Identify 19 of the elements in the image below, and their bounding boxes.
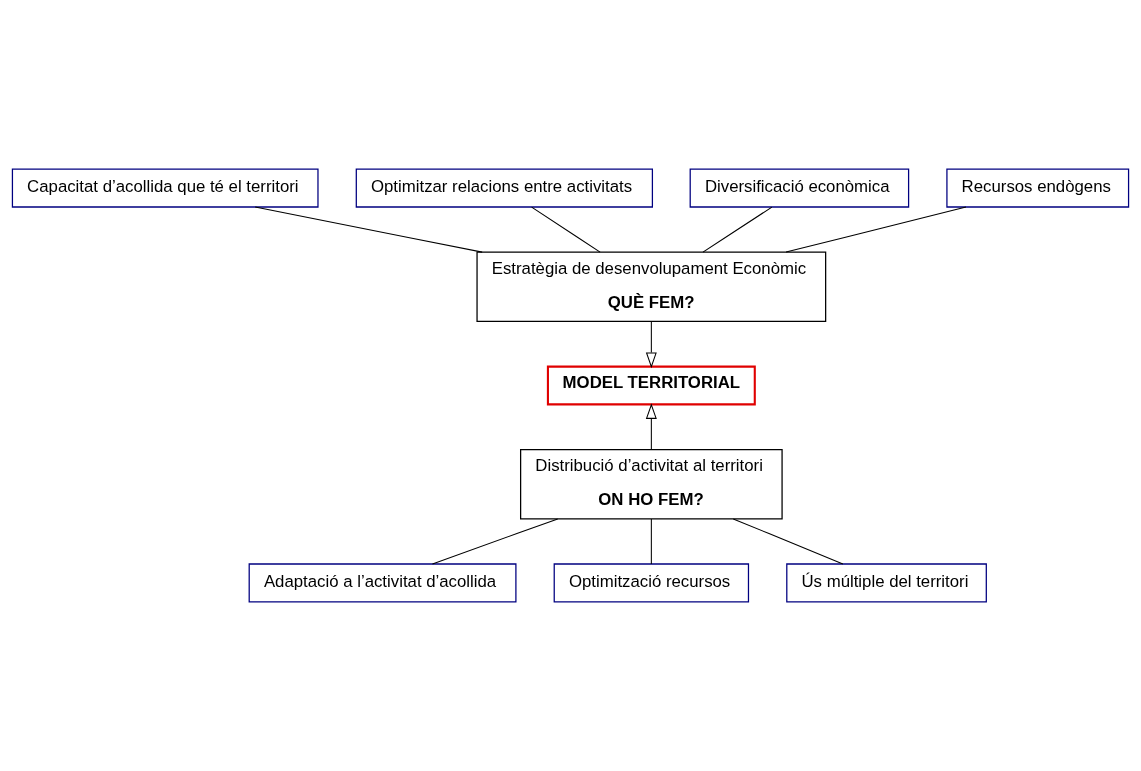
arrow (645, 403, 657, 450)
node-box: Optimització recursos (553, 563, 750, 603)
node-box: Adaptació a l’activitat d’acollida (248, 563, 517, 603)
node-box: Capacitat d’acollida que té el territori (11, 168, 319, 208)
connector (650, 518, 652, 565)
connector (732, 518, 844, 565)
node-box: Diversificació econòmica (689, 168, 910, 208)
arrow (645, 321, 657, 369)
connector (531, 206, 601, 253)
connector (785, 206, 967, 253)
node-box: Optimitzar relacions entre activitats (355, 168, 654, 208)
node-box: MODEL TERRITORIAL (546, 365, 756, 406)
node-box: Estratègia de desenvolupament Econòmic QUÈ FEM? (476, 251, 827, 323)
node-box: Distribució d’activitat al territori ON HO FEM? (520, 448, 783, 520)
node-box: Recursos endògens (946, 168, 1130, 208)
connector (431, 518, 559, 565)
connector (254, 206, 483, 253)
node-box: Ús múltiple del territori (786, 563, 987, 603)
connector (702, 206, 773, 253)
